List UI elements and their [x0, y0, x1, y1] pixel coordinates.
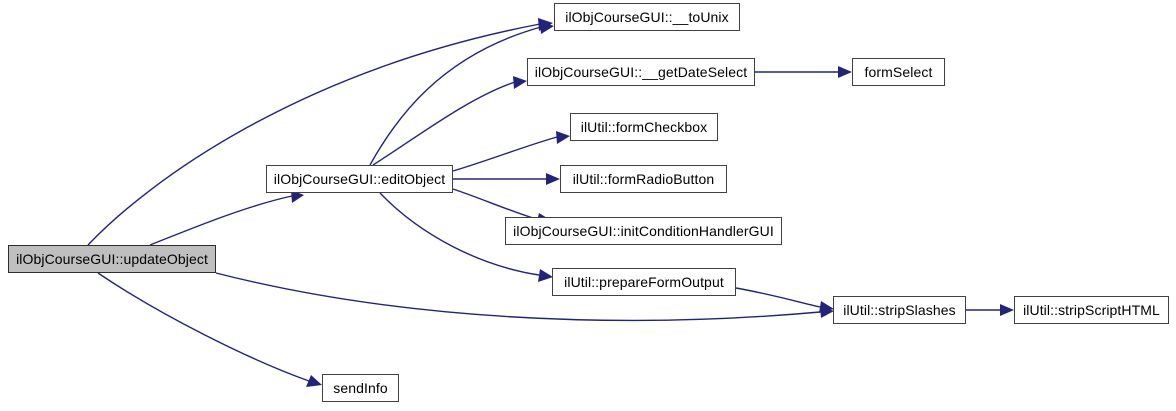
edge-editobject-to-formradiobutton [453, 173, 560, 185]
node-label-tounix: ilObjCourseGUI::__toUnix [565, 9, 729, 25]
edge-updateobject-to-stripslashes [215, 272, 834, 322]
edge-updateobject-to-editobject [149, 190, 304, 246]
node-label-stripslashes: ilUtil::stripSlashes [843, 302, 956, 318]
edge-editobject-to-getdateselect [372, 76, 527, 166]
node-updateobject[interactable]: ilObjCourseGUI::updateObject [8, 245, 216, 273]
node-getdateselect[interactable]: ilObjCourseGUI::__getDateSelect [527, 58, 755, 86]
node-initconditionhandlergui[interactable]: ilObjCourseGUI::initConditionHandlerGUI [505, 217, 782, 245]
node-stripslashes[interactable]: ilUtil::stripSlashes [833, 296, 966, 324]
edge-editobject-to-formcheckbox [452, 131, 570, 172]
edge-updateobject-to-sendinfo [97, 272, 322, 387]
node-sendinfo[interactable]: sendInfo [322, 374, 399, 402]
node-label-stripscripthtml: ilUtil::stripScriptHTML [1023, 302, 1160, 318]
edge-getdateselect-to-formselect [755, 66, 852, 78]
node-formselect[interactable]: formSelect [852, 58, 945, 86]
node-label-sendinfo: sendInfo [333, 380, 388, 396]
edge-stripslashes-to-stripscripthtml [966, 304, 1014, 316]
node-formcheckbox[interactable]: ilUtil::formCheckbox [570, 113, 718, 141]
node-label-formradiobutton: ilUtil::formRadioButton [572, 171, 715, 187]
node-label-initconditionhandlergui: ilObjCourseGUI::initConditionHandlerGUI [513, 223, 774, 239]
node-tounix[interactable]: ilObjCourseGUI::__toUnix [554, 3, 740, 31]
node-label-formcheckbox: ilUtil::formCheckbox [580, 119, 708, 135]
node-prepareformoutput[interactable]: ilUtil::prepareFormOutput [552, 268, 736, 296]
node-formradiobutton[interactable]: ilUtil::formRadioButton [560, 165, 727, 193]
node-stripscripthtml[interactable]: ilUtil::stripScriptHTML [1014, 296, 1169, 324]
node-label-getdateselect: ilObjCourseGUI::__getDateSelect [534, 64, 748, 80]
edge-editobject-to-tounix [369, 21, 554, 166]
node-label-editobject: ilObjCourseGUI::editObject [273, 171, 446, 187]
edge-editobject-to-prepareformoutput [379, 192, 553, 282]
node-label-updateobject: ilObjCourseGUI::updateObject [16, 251, 208, 267]
node-label-prepareformoutput: ilUtil::prepareFormOutput [564, 274, 724, 290]
node-label-formselect: formSelect [864, 64, 933, 80]
node-editobject[interactable]: ilObjCourseGUI::editObject [266, 165, 453, 193]
